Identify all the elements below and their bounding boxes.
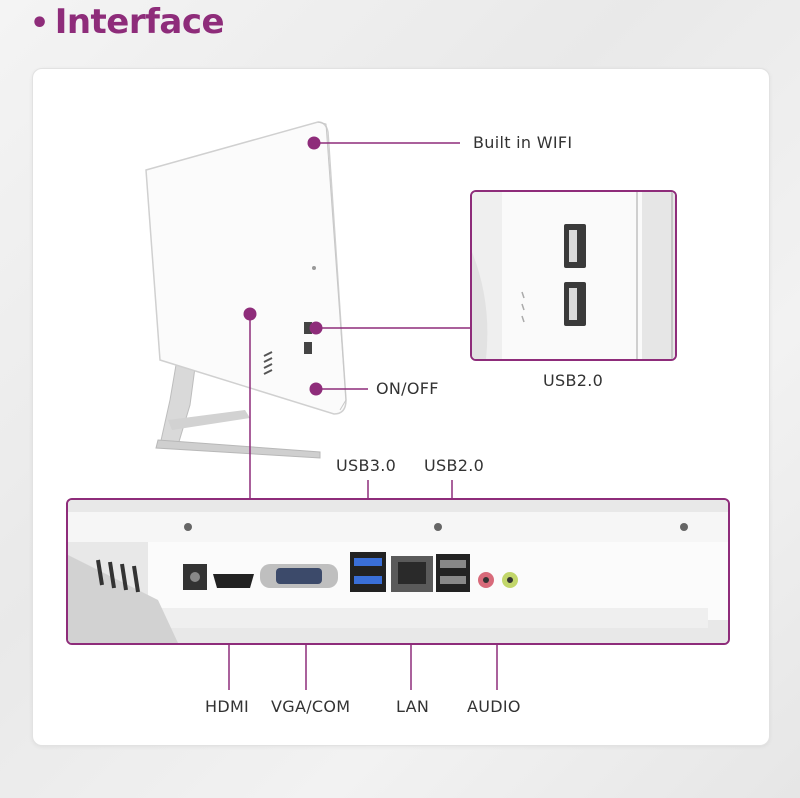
vga-com-label: VGA/COM	[271, 697, 351, 716]
wifi-label: Built in WIFI	[473, 133, 573, 152]
page-title: •Interface	[30, 2, 225, 42]
onoff-label: ON/OFF	[376, 379, 439, 398]
back-panel-photo	[66, 498, 730, 645]
usb-side-illustration	[472, 192, 675, 359]
back-panel-marker-dot	[243, 307, 257, 321]
lan-label: LAN	[396, 697, 430, 716]
usb3-label: USB3.0	[336, 456, 397, 475]
onoff-marker-dot	[309, 382, 323, 396]
bullet-dot: •	[30, 6, 49, 41]
wifi-marker-dot	[307, 136, 321, 150]
back-panel-illustration	[68, 500, 728, 643]
hdmi-label: HDMI	[205, 697, 250, 716]
page-title-text: Interface	[54, 2, 225, 42]
usb2-side-marker-dot	[309, 321, 323, 335]
usb2-back-label: USB2.0	[424, 456, 485, 475]
usb-side-inset	[470, 190, 677, 361]
usb2-side-label: USB2.0	[543, 371, 604, 390]
audio-label: AUDIO	[467, 697, 521, 716]
